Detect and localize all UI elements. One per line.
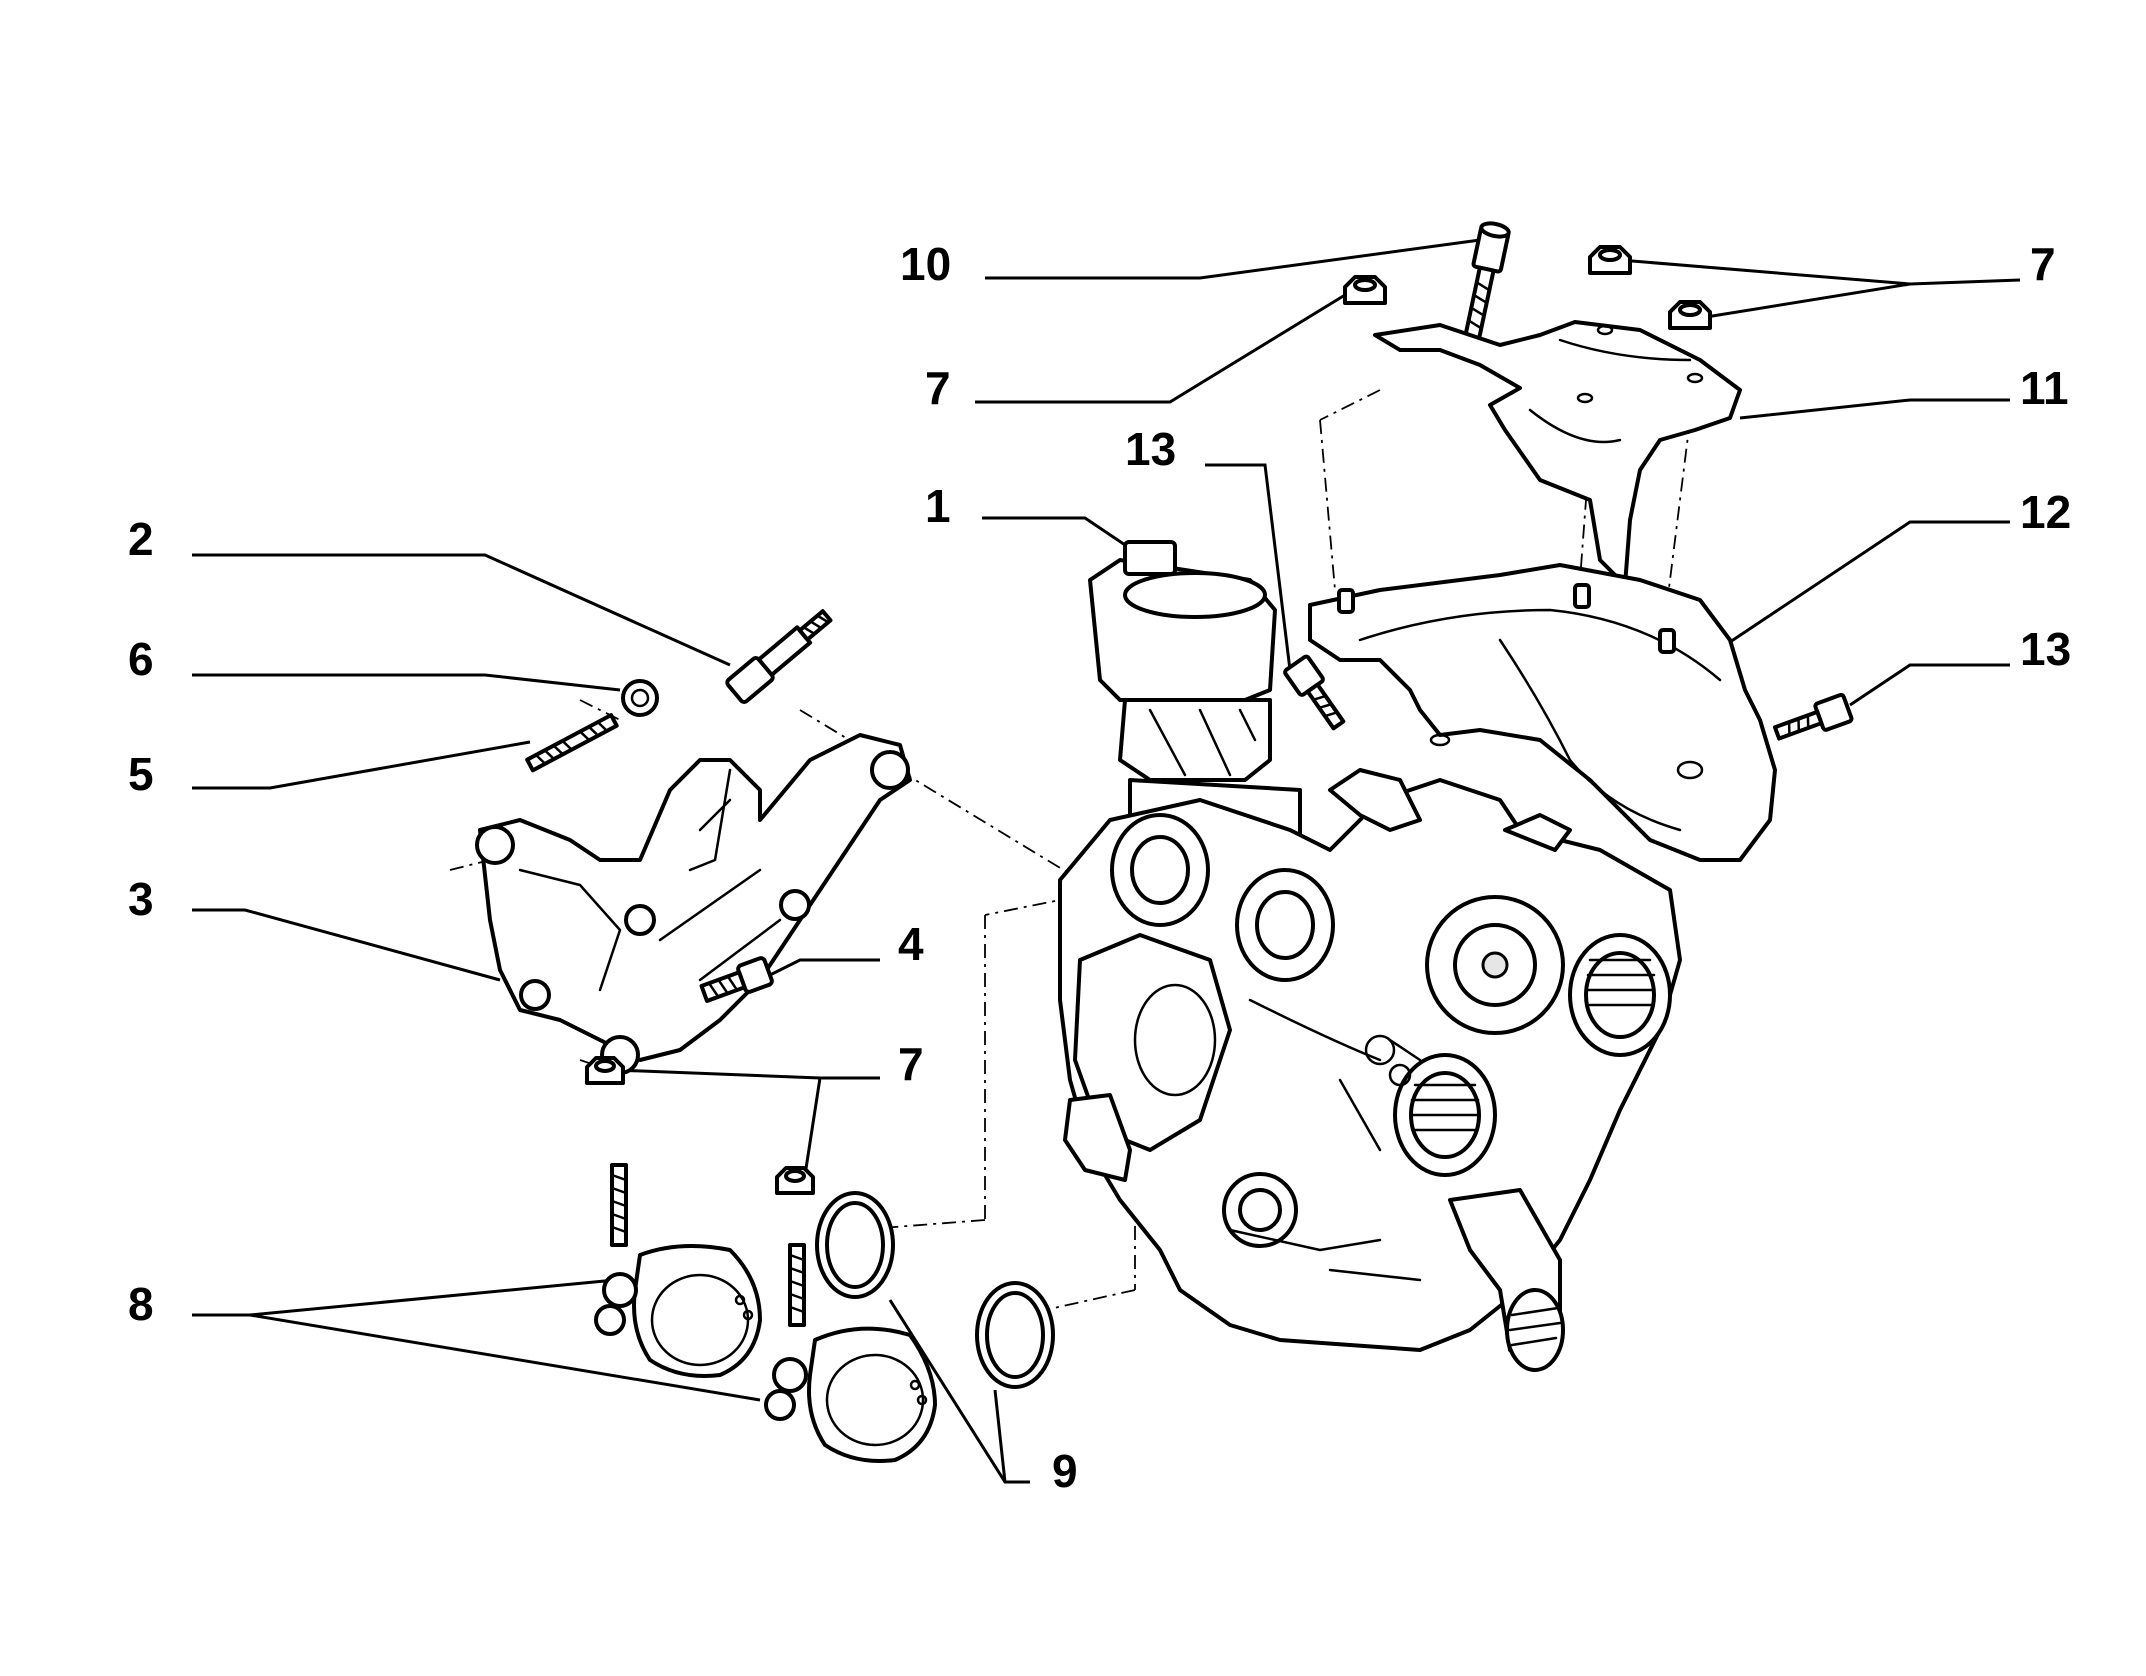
leader-12 [1717,520,2010,652]
heat-shield-part-11 [1373,320,1742,587]
leader-7-lower-b [803,1077,822,1176]
callout-7-lower: 7 [898,1038,924,1090]
heat-shield-part-12 [1308,563,1777,862]
seal-ring-part-9-b [975,1281,1055,1389]
leader-7-top-right [1619,258,2021,286]
callout-7-top-left: 7 [925,362,951,414]
stud-part-5 [525,713,619,773]
leader-6 [192,673,621,692]
leader-13-right [1849,663,2010,707]
callout-8: 8 [128,1278,154,1330]
callout-13-upper: 13 [1125,423,1176,475]
leader-7-top-left [975,293,1346,404]
seal-ring-part-9-a [815,1191,895,1299]
bolt-part-10 [1463,221,1511,342]
nut-part-7-lower-a [585,1056,625,1085]
leader-8 [192,1278,616,1317]
leader-2 [192,553,731,667]
callout-9: 9 [1052,1445,1078,1497]
callout-12: 12 [2020,486,2071,538]
clamp-part-8-upper [594,1163,762,1378]
leader-7-lower-a [614,1068,880,1080]
bolt-part-2 [725,609,833,704]
nut-part-7-top-a [1588,245,1632,275]
bolt-part-13-right [1772,692,1854,741]
bolt-part-4 [699,956,774,1003]
leader-11 [1739,398,2010,420]
callout-1: 1 [925,480,951,532]
leader-1 [982,516,1141,557]
turbocharger-part-1 [1058,540,1682,1372]
leader-7-top-right-b [1699,282,1911,320]
callout-2: 2 [128,513,154,565]
callout-5: 5 [128,748,154,800]
bolt-part-13-upper [1283,654,1346,731]
leader-4 [769,958,880,977]
leader-9-b [993,1389,1007,1483]
leader-3 [192,908,501,982]
nut-part-7-left [1343,275,1387,305]
callout-10: 10 [900,238,951,290]
leader-8-b [249,1313,761,1402]
callout-13-right: 13 [2020,623,2071,675]
callout-6: 6 [128,633,154,685]
nut-part-7-lower-b [775,1166,815,1195]
callout-4: 4 [898,918,924,970]
callout-7-top-right: 7 [2030,238,2056,290]
support-bracket-part-3 [475,733,912,1075]
leader-10 [985,238,1481,280]
clamp-part-8-lower [764,1243,937,1463]
nut-part-7-top-b [1668,300,1712,330]
leader-5 [192,740,531,790]
nut-part-6 [621,679,659,717]
leader-13-upper [1205,463,1292,671]
callout-11: 11 [2020,362,2069,414]
leader-lines [192,238,2021,1484]
callout-3: 3 [128,873,154,925]
